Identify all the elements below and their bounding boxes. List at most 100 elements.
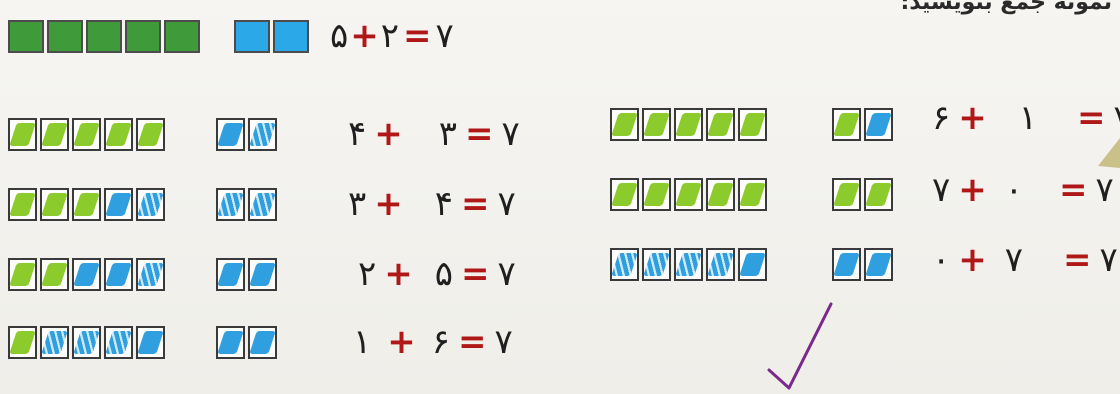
blue-box xyxy=(248,118,277,151)
plus-sign: + xyxy=(384,254,413,294)
blue-box xyxy=(610,248,639,281)
blue-box xyxy=(40,326,69,359)
addend-b: ۱ xyxy=(1018,98,1038,138)
equals-sign: = xyxy=(1063,240,1092,280)
boxes-group-b xyxy=(216,188,280,221)
blue-box xyxy=(706,248,735,281)
example-green-box xyxy=(8,20,44,53)
addend-b: ۵ xyxy=(434,254,454,294)
green-box xyxy=(8,258,37,291)
boxes-group-b xyxy=(832,178,896,211)
equation: ۳ + ۴ = ۷ xyxy=(348,184,516,224)
boxes-group-a xyxy=(610,248,770,281)
example-green-box xyxy=(86,20,122,53)
blue-box xyxy=(248,258,277,291)
green-box xyxy=(674,108,703,141)
addend-a: ۲ xyxy=(358,254,377,294)
plus-sign: + xyxy=(374,184,403,224)
example-blue-box xyxy=(234,20,270,53)
plus-sign: + xyxy=(374,114,403,154)
boxes-group-b xyxy=(216,118,280,151)
blue-box xyxy=(216,326,245,359)
equals-sign: = xyxy=(1077,98,1106,138)
addend-a: ۴ xyxy=(348,114,367,154)
addend-b: ۶ xyxy=(431,322,451,362)
green-box xyxy=(610,108,639,141)
check-mark-icon xyxy=(767,302,833,390)
equation: ۱ + ۶ = ۷ xyxy=(353,322,513,362)
green-box xyxy=(8,118,37,151)
blue-box xyxy=(72,258,101,291)
example-green-box xyxy=(164,20,200,53)
example-green-box xyxy=(47,20,83,53)
blue-box xyxy=(248,188,277,221)
exercise-row-left-4: ۱ + ۶ = ۷ xyxy=(8,322,568,366)
example-plus: + xyxy=(350,16,379,56)
plus-sign: + xyxy=(387,322,416,362)
plus-sign: + xyxy=(958,170,987,210)
boxes-group-a xyxy=(8,118,168,151)
addend-b: ۳ xyxy=(438,114,458,154)
boxes-group-a xyxy=(8,188,168,221)
addend-b: ۷ xyxy=(1004,240,1024,280)
result: ۷ xyxy=(497,184,516,224)
green-box xyxy=(8,188,37,221)
boxes-group-a xyxy=(8,258,168,291)
blue-box xyxy=(248,326,277,359)
green-box xyxy=(706,178,735,211)
green-box xyxy=(104,118,133,151)
green-box xyxy=(40,118,69,151)
exercise-row-right-3: ۰ + ۷ = ۷ xyxy=(610,240,1118,288)
example-addend-b: ۲ xyxy=(380,16,400,56)
blue-box xyxy=(216,118,245,151)
green-box xyxy=(706,108,735,141)
blue-box xyxy=(216,258,245,291)
blue-box xyxy=(216,188,245,221)
pencil-tip-icon xyxy=(1098,138,1120,168)
addend-a: ۱ xyxy=(353,322,372,362)
boxes-group-a xyxy=(8,326,168,359)
result: ۷ xyxy=(501,114,520,154)
exercise-row-right-2: ۷ + ۰ = ۷ xyxy=(610,170,1115,218)
blue-box xyxy=(864,108,893,141)
equals-sign: = xyxy=(461,184,490,224)
blue-box xyxy=(136,326,165,359)
equation: ۲ + ۵ = ۷ xyxy=(358,254,516,294)
green-box xyxy=(832,178,861,211)
addend-a: ۶ xyxy=(932,98,951,138)
addend-b: ۴ xyxy=(434,184,454,224)
boxes-group-b xyxy=(216,258,280,291)
blue-box xyxy=(642,248,671,281)
green-box xyxy=(738,108,767,141)
green-box xyxy=(72,188,101,221)
example-addend-a: ۵ xyxy=(330,16,349,56)
equals-sign: = xyxy=(1059,170,1088,210)
blue-box xyxy=(832,248,861,281)
green-box xyxy=(642,178,671,211)
plus-sign: + xyxy=(958,240,987,280)
example-equals: = xyxy=(403,16,432,56)
green-box xyxy=(674,178,703,211)
blue-box xyxy=(104,188,133,221)
green-box xyxy=(642,108,671,141)
boxes-group-a xyxy=(610,178,770,211)
equation: ۷ + ۰ = ۷ xyxy=(932,170,1114,210)
green-box xyxy=(72,118,101,151)
blue-box xyxy=(104,258,133,291)
equals-sign: = xyxy=(458,322,487,362)
equals-sign: = xyxy=(461,254,490,294)
example-result: ۷ xyxy=(435,16,454,56)
green-box xyxy=(40,188,69,221)
example-row: ۵ + ۲ = ۷ xyxy=(8,16,468,60)
blue-box xyxy=(738,248,767,281)
green-box xyxy=(864,178,893,211)
equation: ۶ + ۱ = ۷ xyxy=(932,98,1120,138)
green-box xyxy=(8,326,37,359)
exercise-row-left-3: ۲ + ۵ = ۷ xyxy=(8,254,568,298)
exercise-row-left-1: ۴ + ۳ = ۷ xyxy=(8,114,568,158)
equals-sign: = xyxy=(465,114,494,154)
boxes-group-b xyxy=(216,326,280,359)
equation: ۴ + ۳ = ۷ xyxy=(348,114,520,154)
blue-box xyxy=(674,248,703,281)
